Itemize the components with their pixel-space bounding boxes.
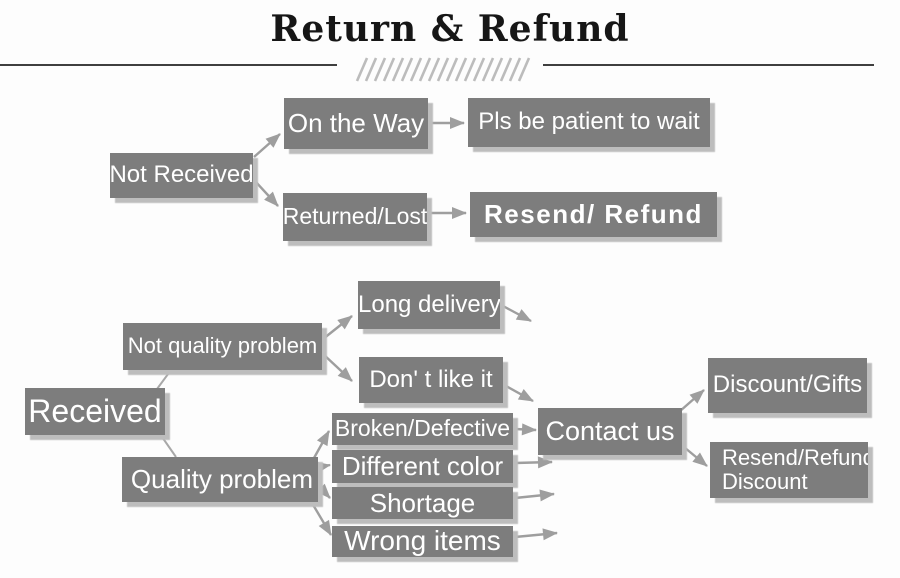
header-hatch-decoration [355,57,531,82]
flow-edge-contact_us-to-resend_refund_discount [678,442,708,467]
flow-edge-long_delivery-to-contact_us [502,304,532,323]
header-rule-right [543,64,874,66]
flow-node-contact-us: Contact us [538,408,682,455]
page-title: Return & Refund [270,8,630,50]
flow-node-not-received: Not Received [110,153,253,198]
flow-node-received: Received [25,388,165,435]
resend-refund-discount-line2: Discount [722,469,808,494]
flow-node-long-delivery: Long delivery [358,281,500,329]
flow-edge-received-to-quality_problem [159,433,177,458]
flow-edge-broken_defective-to-contact_us [514,423,537,436]
flow-edge-quality_problem-to-broken_defective [312,430,331,459]
flow-node-resend-refund-discount: Resend/Refund/ Discount [710,442,868,498]
flow-edge-not_received-to-returned_lost [253,179,279,207]
flow-node-on-the-way: On the Way [284,98,428,149]
flow-edge-quality_problem-to-wrong_items [310,502,333,536]
flow-node-wrong-items: Wrong items [332,526,513,557]
flow-node-quality-problem: Quality problem [122,457,318,502]
flow-edge-not_quality_problem-to-dont_like_it [322,353,353,382]
flow-node-pls-be-patient: Pls be patient to wait [468,98,710,147]
flow-edge-different_color-to-contact_us [514,456,553,469]
flow-edge-not_received-to-on_the_way [253,133,281,158]
flow-edge-received-to-not_quality_problem [156,369,172,390]
flow-edge-not_quality_problem-to-long_delivery [322,315,353,340]
flow-node-dont-like-it: Don' t like it [359,357,503,403]
flow-node-discount-gifts: Discount/Gifts [708,358,867,413]
flow-edge-dont_like_it-to-contact_us [505,384,534,403]
flow-node-returned-lost: Returned/Lost [283,193,427,241]
header-rule-left [0,64,337,66]
flow-node-shortage: Shortage [332,487,513,519]
flow-node-different-color: Different color [332,450,513,483]
resend-refund-discount-line1: Resend/Refund/ [722,444,868,470]
flow-node-not-quality-problem: Not quality problem [123,323,322,370]
flow-edge-wrong_items-to-contact_us [514,528,558,541]
flow-edge-shortage-to-contact_us [514,489,555,502]
flow-node-resend-refund: Resend/ Refund [470,192,717,237]
flow-node-broken-defective: Broken/Defective [332,413,513,445]
